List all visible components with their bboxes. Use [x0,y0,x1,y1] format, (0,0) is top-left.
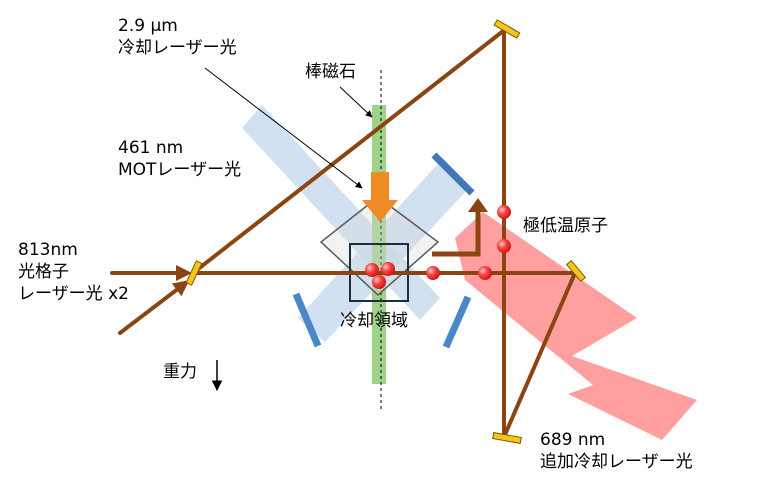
label-mot-wavelength: 461 nm [118,138,184,158]
chamber-diamond [319,196,440,297]
mirrors [185,19,587,444]
mirror-left [185,260,203,286]
atom-transport-arrowhead [468,198,488,212]
atom [497,205,511,219]
atom-transport-arrow [432,210,481,257]
label-gravity: 重力 [163,362,197,382]
label-lattice-name-1: 光格子 [18,262,69,282]
atom [372,275,386,289]
label-lattice-name-2: レーザー光 x2 [18,284,129,304]
label-lattice-wavelength: 813nm [18,240,78,260]
beam-2p9um-diagonal [191,26,509,275]
atoms [365,205,511,289]
extra-cooling-beam [455,212,697,440]
window-upper-right [431,152,475,196]
atom [381,262,395,276]
magnet-force-arrow [362,172,398,222]
label-689nm-name: 追加冷却レーザー光 [540,452,693,472]
leader-bar-magnet [339,86,373,118]
window-upper-right-edge [431,152,475,196]
label-2p9um-wavelength: 2.9 μm [118,16,178,36]
label-ultracold-atoms: 極低温原子 [523,216,608,236]
leader-2p9um [204,67,363,189]
label-mot-name: MOTレーザー光 [118,160,242,180]
label-2p9um-name: 冷却レーザー光 [118,38,237,58]
beam-input-diagonal [118,280,190,335]
label-689nm-wavelength: 689 nm [540,430,606,450]
label-cooling-region: 冷却領域 [340,311,408,331]
mirror-right [565,259,587,283]
beam-lower-diagonal [502,271,577,439]
atom [426,266,440,280]
mirror-top [493,19,521,39]
atom [365,263,379,277]
window-lower-right [442,295,472,349]
atom [497,239,511,253]
mirror-bottom [492,432,522,444]
window-lower-left [292,292,322,348]
atom [478,266,492,280]
label-bar-magnet: 棒磁石 [305,62,356,82]
